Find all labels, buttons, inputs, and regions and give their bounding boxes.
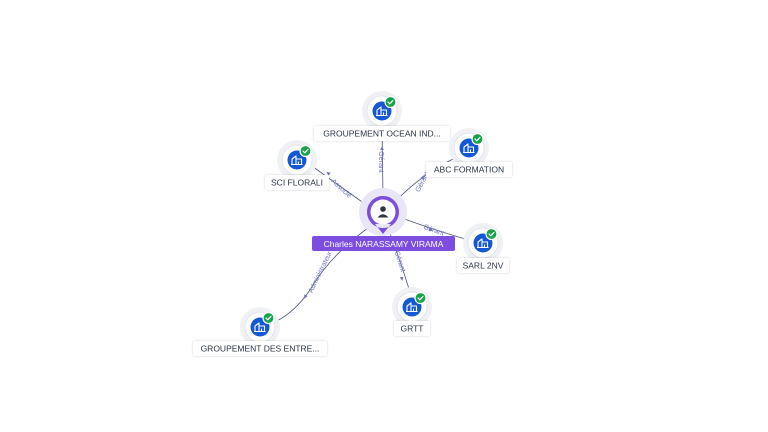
edge-role-label: Administrateur <box>308 250 334 294</box>
building-icon <box>291 155 303 166</box>
company-node-groupement-ocean-ind[interactable]: GROUPEMENT OCEAN IND... <box>314 91 450 141</box>
edge-role-label: Gérant <box>393 250 406 273</box>
company-label-box <box>314 126 450 141</box>
nodes-layer: GROUPEMENT OCEAN IND... ABC FORMATION SARL… <box>193 91 512 356</box>
verified-badge-icon <box>414 291 427 305</box>
company-label-box <box>265 175 329 190</box>
building-icon <box>254 322 266 333</box>
company-node-groupement-des-entre[interactable]: GROUPEMENT DES ENTRE... <box>193 307 327 356</box>
arrow-icon <box>326 171 331 176</box>
building-icon <box>376 106 388 117</box>
building-icon <box>463 143 475 154</box>
company-name: ABC FORMATION <box>434 165 504 175</box>
company-name: SCI FLORALI <box>271 178 323 188</box>
arrow-icon <box>399 276 404 281</box>
arrow-icon <box>304 294 308 299</box>
building-icon <box>406 302 418 313</box>
company-label-box <box>426 162 512 177</box>
company-node-abc-formation[interactable]: ABC FORMATION <box>426 128 512 177</box>
person-icon <box>377 206 389 218</box>
arrow-icon <box>380 146 384 150</box>
verified-badge-icon <box>384 95 397 109</box>
edge-role-label: Gérant <box>422 224 445 238</box>
company-node-sci-florali[interactable]: SCI FLORALI <box>265 140 329 190</box>
company-name: GRTT <box>401 324 424 334</box>
person-inner <box>370 199 396 225</box>
verified-badge-icon <box>471 132 484 146</box>
verified-badge-icon <box>299 144 312 158</box>
company-node-sarl-2nv[interactable]: SARL 2NV <box>457 223 509 273</box>
company-label-box <box>193 341 327 356</box>
verified-badge-icon <box>485 227 498 241</box>
company-label-box <box>457 258 509 273</box>
edge-role-label: Gérant <box>377 151 384 172</box>
company-label-box <box>394 321 430 336</box>
edge-role-label: Associé <box>330 178 353 200</box>
arrow-icon <box>420 175 424 180</box>
person-node[interactable]: Charles NARASSAMY VIRAMA <box>312 188 455 251</box>
edge-line <box>398 216 470 241</box>
person-name: Charles NARASSAMY VIRAMA <box>324 239 444 249</box>
company-name: SARL 2NV <box>463 261 504 271</box>
company-name: GROUPEMENT DES ENTRE... <box>201 344 320 354</box>
verified-badge-icon <box>262 311 275 325</box>
company-name: GROUPEMENT OCEAN IND... <box>323 129 440 139</box>
building-icon <box>477 238 489 249</box>
arrow-icon <box>428 227 433 232</box>
company-node-grtt[interactable]: GRTT <box>392 287 432 336</box>
person-label-box <box>312 236 455 251</box>
